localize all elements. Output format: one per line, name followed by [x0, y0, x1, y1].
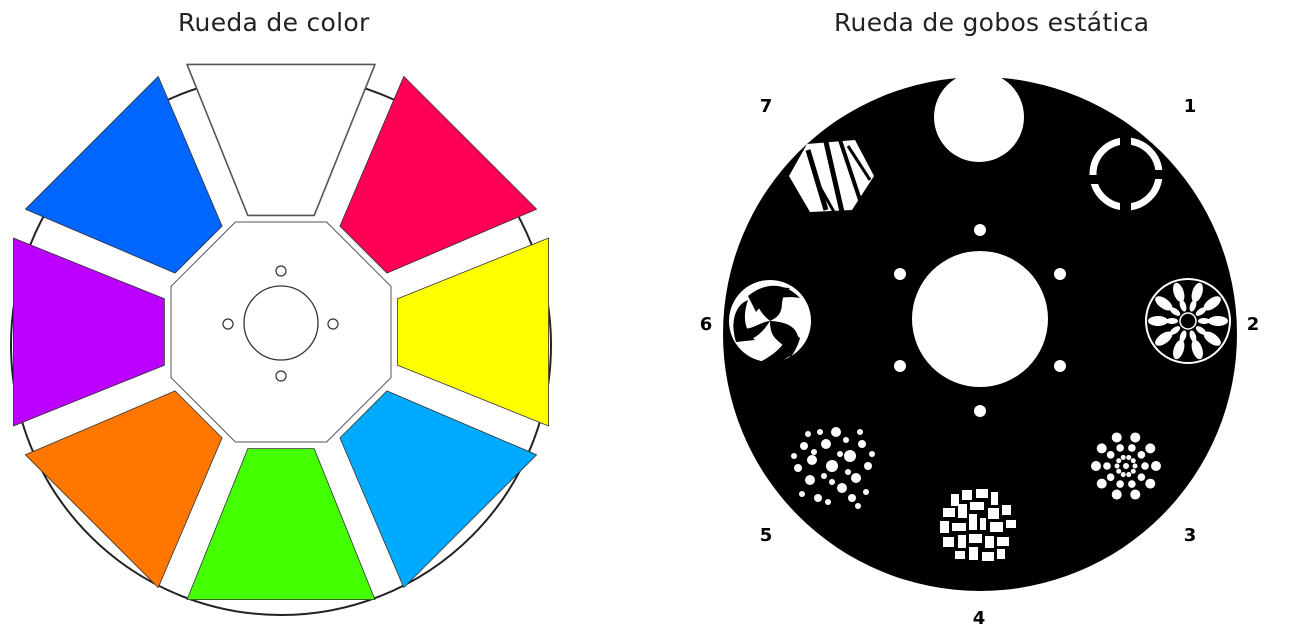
gobo-4-squares: [940, 489, 1016, 561]
gobo-2-ellipse-flower: [1145, 278, 1231, 364]
gobo-label-5: 5: [760, 525, 773, 546]
gobo-1-broken-ring: [1088, 136, 1165, 212]
gobo-wheel-title: Rueda de gobos estática: [834, 8, 1150, 37]
color-segment-blue: [24, 76, 223, 274]
gobo-open: [934, 72, 1024, 162]
color-wheel: [10, 63, 552, 616]
gobo-mount-holes: [894, 224, 1066, 417]
gobo-wheel: 1 2 3 4 5 6 7: [700, 72, 1260, 629]
gobo-label-6: 6: [700, 314, 713, 335]
mount-hole-right: [327, 318, 339, 330]
mount-hole-bottom: [275, 370, 287, 382]
color-wheel-title: Rueda de color: [178, 8, 370, 37]
mount-hole-top: [275, 265, 287, 277]
color-segment-yellow: [397, 237, 549, 427]
gobo-3-dot-spokes: [1091, 432, 1161, 500]
gobo-label-1: 1: [1184, 96, 1197, 117]
gobo-label-7: 7: [760, 96, 773, 117]
gobo-center-hole: [912, 251, 1048, 387]
gobo-label-2: 2: [1247, 314, 1260, 335]
gobo-6-swirl: [729, 280, 811, 363]
color-wheel-center-hole: [243, 285, 319, 361]
color-segment-magenta: [339, 76, 537, 274]
gobo-label-4: 4: [973, 608, 986, 629]
color-segment-white: [186, 63, 376, 217]
gobo-7-striped-hexagon: [789, 139, 874, 213]
color-segment-purple: [12, 237, 165, 427]
gobo-5-dots-cluster: [791, 427, 875, 509]
color-segment-light-blue: [339, 390, 537, 588]
color-wheel-hub: [170, 221, 392, 443]
mount-hole-left: [222, 318, 234, 330]
color-segment-orange: [24, 390, 223, 588]
color-segment-green: [186, 448, 376, 600]
gobo-label-3: 3: [1184, 525, 1197, 546]
